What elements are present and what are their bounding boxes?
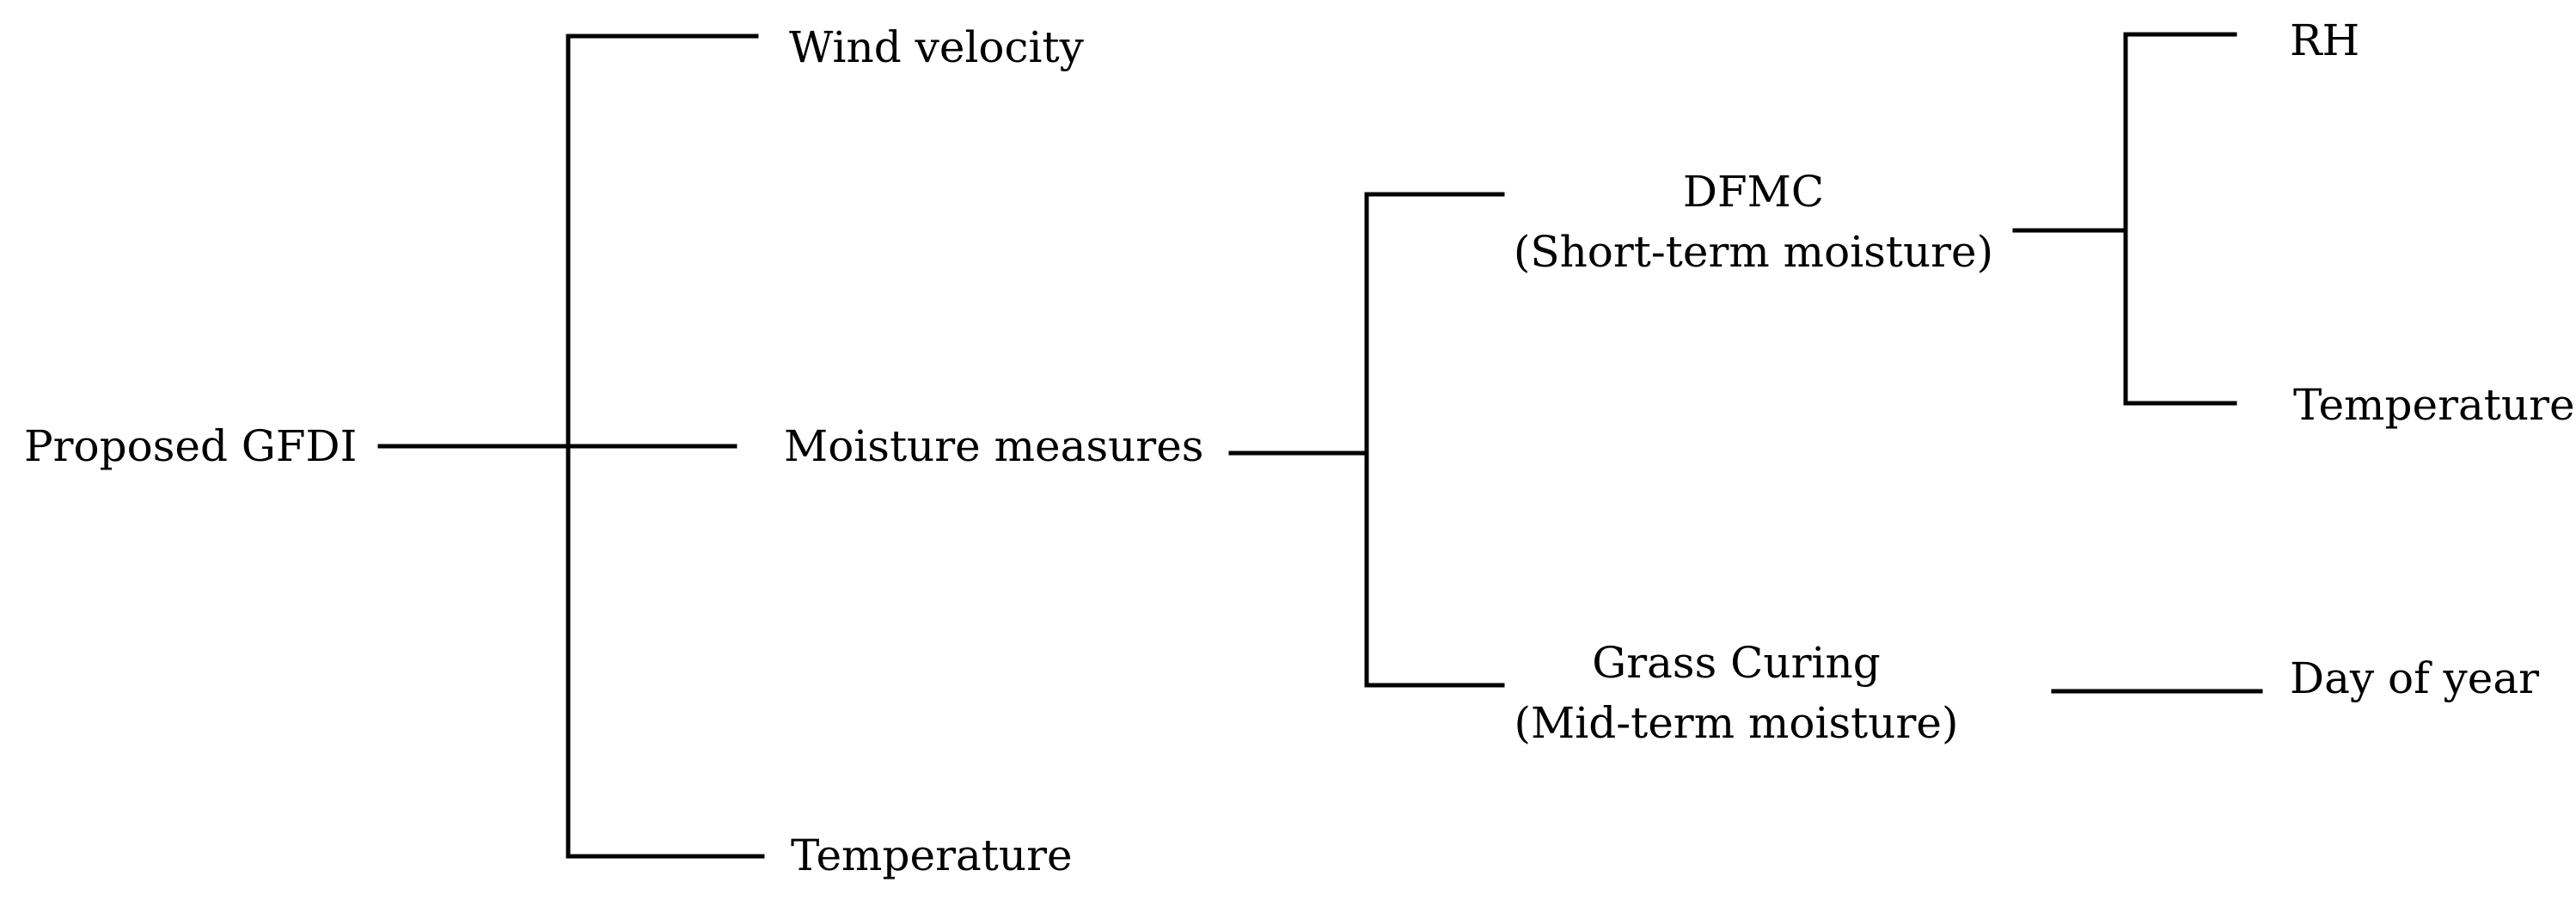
node-dfmc: DFMC (Short-term moisture) [1496,162,2011,282]
node-dfmc-temperature: Temperature [2293,380,2575,430]
node-wind-velocity: Wind velocity [789,22,1084,72]
node-dfmc-subtitle: (Short-term moisture) [1513,227,1994,277]
node-grass-subtitle: (Mid-term moisture) [1514,698,1959,748]
node-moisture-measures: Moisture measures [784,421,1204,471]
node-root: Proposed GFDI [24,421,358,471]
node-rh: RH [2290,15,2360,65]
node-day-of-year: Day of year [2290,653,2540,703]
node-dfmc-title: DFMC [1682,167,1825,217]
node-grass-curing: Grass Curing (Mid-term moisture) [1478,633,1994,753]
node-temperature: Temperature [791,831,1073,880]
node-grass-title: Grass Curing [1592,638,1881,688]
